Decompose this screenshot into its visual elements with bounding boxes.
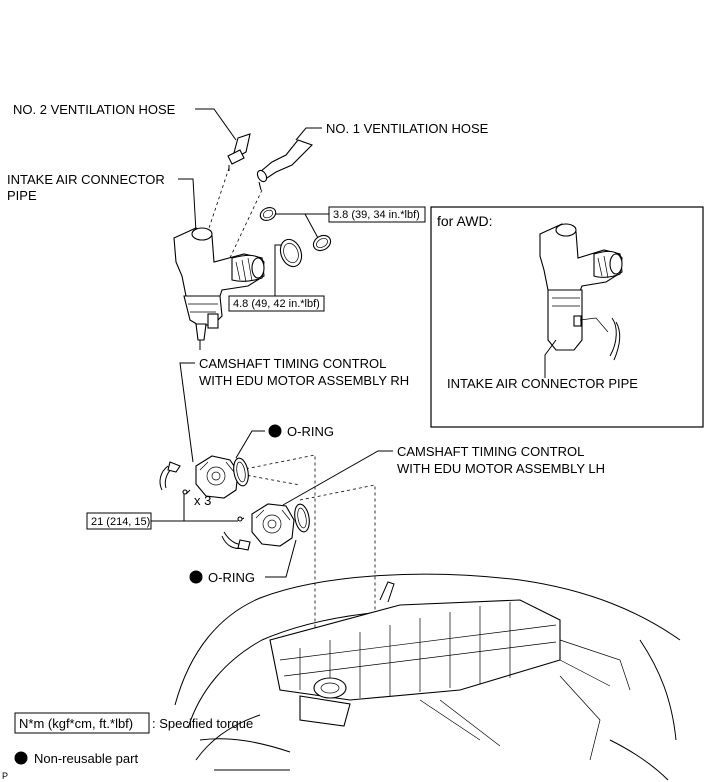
leader-awd-pipe bbox=[544, 339, 557, 378]
torque-spec-3-text: 21 (214, 15) bbox=[91, 516, 150, 528]
cam-timing-control-lh-drawing bbox=[221, 503, 295, 551]
legend-torque: N*m (kgf*cm, ft.*lbf) : Specified torque bbox=[14, 712, 253, 734]
awd-inset-frame bbox=[430, 206, 704, 428]
leader-cam-lh bbox=[282, 450, 393, 506]
label-vent-hose-1: NO. 1 VENTILATION HOSE bbox=[326, 121, 489, 136]
nonreusable-dot-icon bbox=[268, 424, 282, 438]
leader-oring-bottom bbox=[265, 539, 297, 578]
label-cam-rh-line-1: CAMSHAFT TIMING CONTROL bbox=[199, 356, 386, 371]
torque-spec-2: 4.8 (49, 42 in.*lbf) bbox=[228, 295, 325, 312]
nonreusable-dot-icon bbox=[189, 570, 203, 584]
corner-mark: P bbox=[2, 771, 8, 781]
legend-torque-text: : Specified torque bbox=[152, 716, 253, 731]
awd-part-label: INTAKE AIR CONNECTOR PIPE bbox=[447, 376, 638, 391]
leader-intake-pipe bbox=[178, 178, 197, 233]
legend-nonreusable: Non-reusable part bbox=[14, 751, 138, 766]
hose-clamp-1 bbox=[259, 207, 277, 221]
hose-clamp-2 bbox=[279, 238, 303, 268]
vent-hose-2-drawing bbox=[227, 133, 251, 171]
leader-vent-hose-1 bbox=[295, 127, 322, 141]
oring-lh bbox=[294, 503, 310, 533]
label-vent-hose-2: NO. 2 VENTILATION HOSE bbox=[13, 102, 176, 117]
intake-air-connector-pipe-drawing bbox=[173, 227, 265, 350]
torque-spec-2-text: 4.8 (49, 42 in.*lbf) bbox=[233, 298, 320, 310]
label-cam-lh-line-2: WITH EDU MOTOR ASSEMBLY LH bbox=[397, 461, 605, 476]
oring-rh bbox=[233, 457, 249, 487]
cam-timing-control-rh-drawing bbox=[159, 455, 239, 499]
torque-spec-3: 21 (214, 15) bbox=[86, 512, 152, 530]
nonreusable-dot-icon bbox=[14, 751, 28, 765]
leader-oring-top bbox=[235, 430, 265, 459]
label-cam-lh-line-1: CAMSHAFT TIMING CONTROL bbox=[397, 444, 584, 459]
leader-cam-rh bbox=[179, 362, 195, 463]
torque-spec-1: 3.8 (39, 34 in.*lbf) bbox=[328, 206, 426, 223]
label-cam-rh-line-2: WITH EDU MOTOR ASSEMBLY RH bbox=[199, 373, 409, 388]
torque-spec-1-text: 3.8 (39, 34 in.*lbf) bbox=[333, 209, 420, 221]
label-oring-top: O-RING bbox=[287, 424, 334, 439]
leader-vent-hose-2 bbox=[195, 108, 237, 141]
label-oring-bottom: O-RING bbox=[208, 570, 255, 585]
label-intake-pipe-line-2: PIPE bbox=[7, 188, 37, 203]
label-intake-pipe-line-1: INTAKE AIR CONNECTOR bbox=[7, 172, 165, 187]
label-bolt-qty-rh: x 3 bbox=[194, 493, 211, 508]
legend-torque-unit: N*m (kgf*cm, ft.*lbf) bbox=[19, 716, 133, 731]
awd-inset-title: for AWD: bbox=[437, 213, 493, 229]
legend-nonreusable-text: Non-reusable part bbox=[34, 751, 138, 766]
leader-torque-3 bbox=[150, 492, 185, 522]
engine-bay-drawing bbox=[174, 573, 681, 781]
hose-clamp-3 bbox=[312, 234, 332, 252]
vent-hose-1-drawing bbox=[256, 139, 314, 191]
awd-intake-pipe-drawing bbox=[539, 223, 623, 361]
